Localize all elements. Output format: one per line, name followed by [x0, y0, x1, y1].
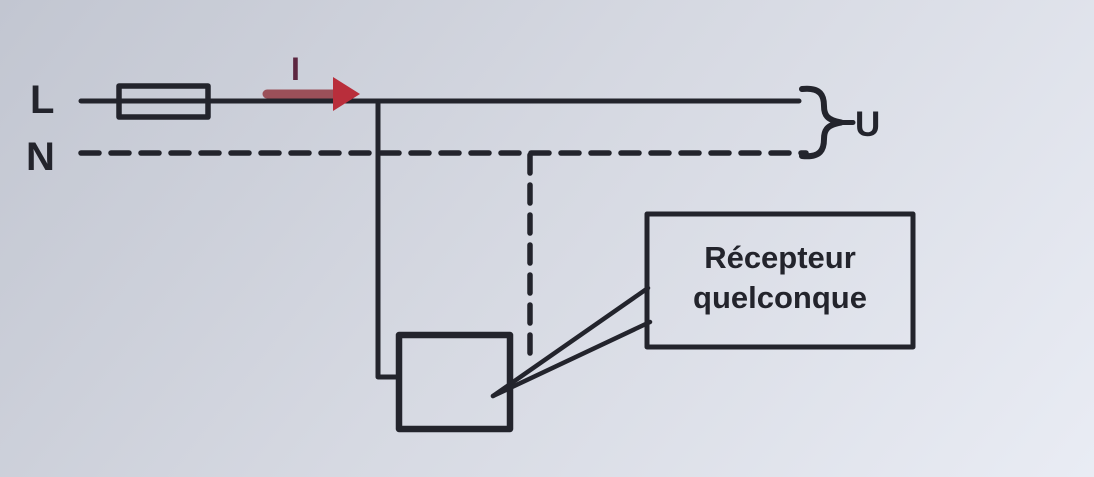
- current-arrowhead-icon: [333, 77, 360, 111]
- voltage-brace-icon: [799, 85, 844, 160]
- current-arrow: I: [262, 51, 360, 111]
- label-neutral-n: N: [26, 135, 55, 179]
- callout-box: [644, 211, 916, 350]
- load-box: [395, 331, 514, 433]
- fuse-icon: [116, 83, 211, 120]
- wiring: [78, 83, 916, 433]
- callout-pointer-lower: [490, 319, 653, 399]
- label-current-i: I: [291, 51, 300, 87]
- callout-pointer-upper: [490, 285, 651, 399]
- label-voltage-u: U: [855, 105, 880, 144]
- live-branch-wire: [375, 98, 402, 380]
- labels: L N U Récepteur quelconque: [26, 78, 880, 315]
- callout-text-line2: quelconque: [693, 280, 867, 315]
- callout-text-line1: Récepteur: [704, 240, 856, 275]
- label-line-l: L: [30, 78, 54, 122]
